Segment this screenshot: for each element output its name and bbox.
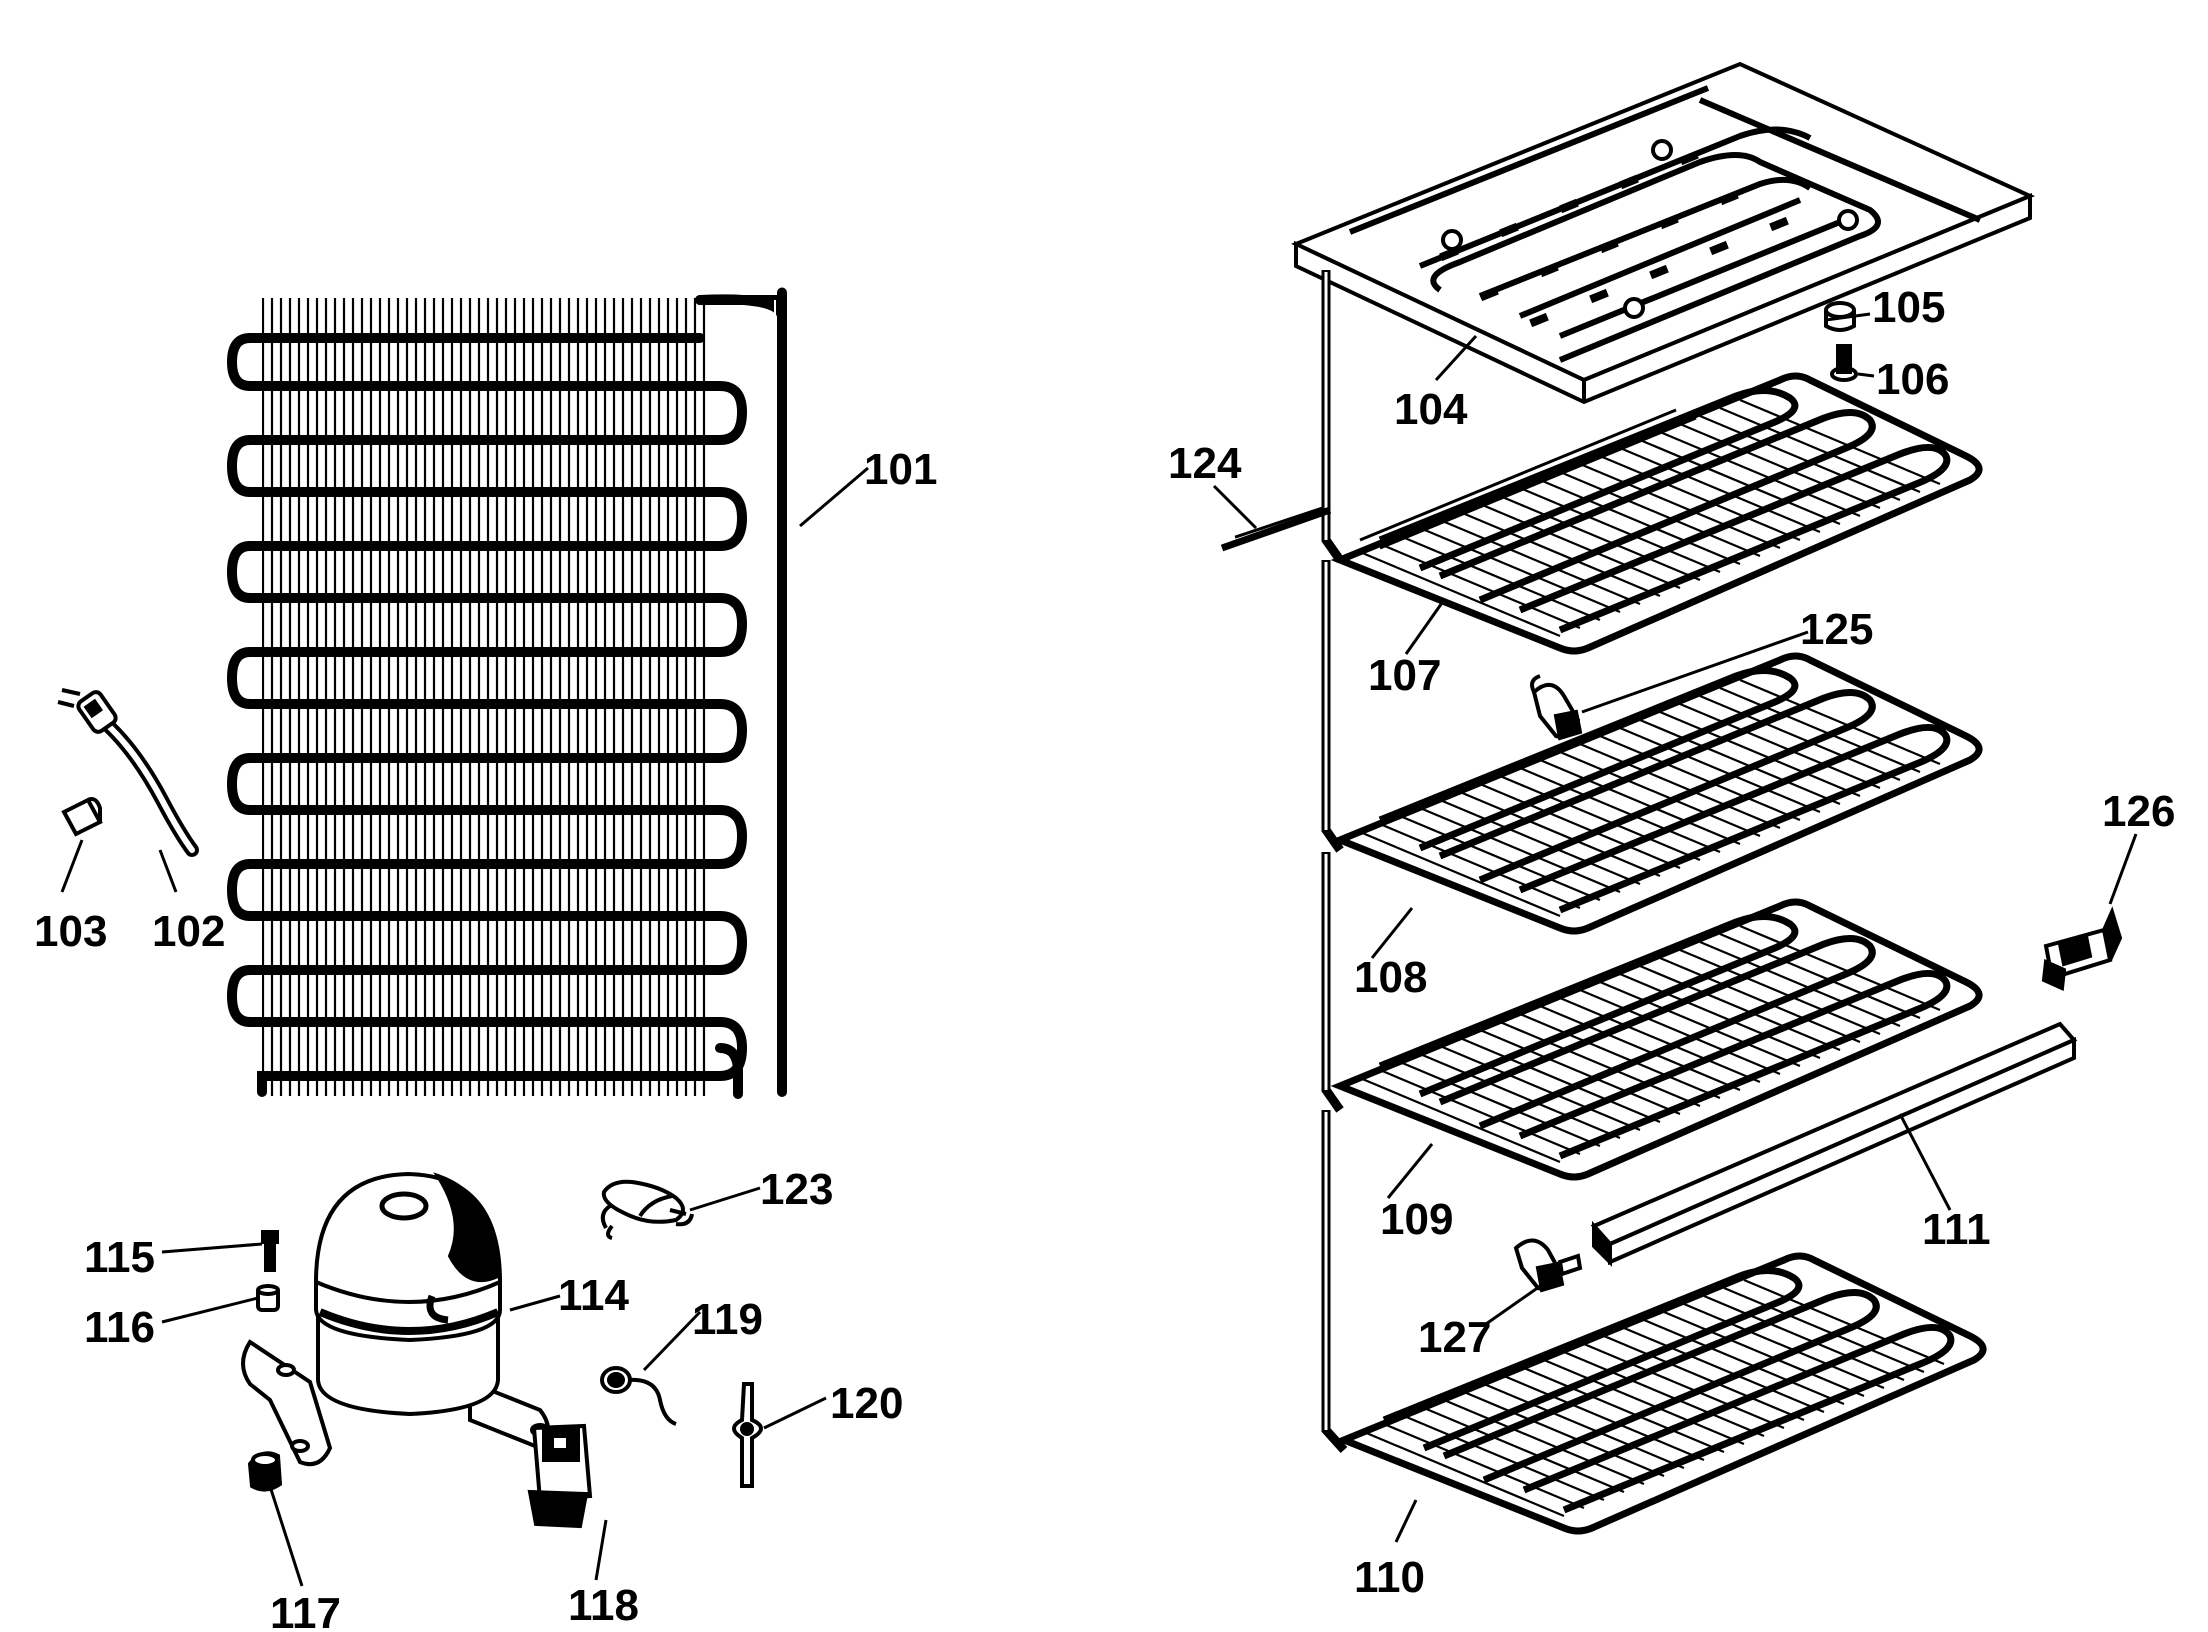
label-102: 102 [152,907,225,956]
drip-trough [1590,1021,2078,1267]
freezer-shelf [1330,372,1983,655]
compressor-grommet [256,1284,280,1312]
label-125: 125 [1800,605,1873,654]
label-114: 114 [558,1271,630,1320]
evaporator-plate [1291,61,2036,405]
screw-106 [1830,344,1858,382]
label-123: 123 [760,1165,833,1214]
label-105: 105 [1872,283,1945,332]
freezer-shelf-4 [1344,1256,1983,1531]
compressor-bolt [261,1230,279,1272]
label-111: 111 [1922,1205,1991,1254]
power-cord [57,688,199,857]
label-119: 119 [692,1295,763,1344]
label-106: 106 [1876,355,1949,404]
overload-protector [600,1366,677,1426]
knob-105 [1824,301,1856,332]
label-124: 124 [1168,439,1242,488]
refrigerant-line [1220,506,1332,552]
shelf-clip-125 [1530,674,1583,741]
wire-harness [600,1179,694,1240]
label-118: 118 [568,1581,639,1630]
compressor-mount [247,1451,283,1492]
shelf-frame-tube [1234,270,1348,1454]
door-switch [2041,906,2123,991]
part-labels: 101 102 103 104 105 106 107 108 109 110 … [34,283,2175,1632]
label-107: 107 [1368,651,1441,700]
cord-connector [61,797,103,837]
clamp-bracket [732,1382,763,1488]
label-103: 103 [34,907,107,956]
label-110: 110 [1354,1553,1425,1602]
label-120: 120 [830,1379,903,1428]
leader-lines [60,312,2138,1587]
label-116: 116 [84,1303,155,1352]
top-wire-grid [1359,408,1697,550]
label-109: 109 [1380,1195,1453,1244]
label-117: 117 [270,1589,341,1632]
label-108: 108 [1354,953,1427,1002]
condenser-coil [226,287,787,1099]
label-104: 104 [1394,385,1468,434]
label-126: 126 [2102,787,2175,836]
label-127: 127 [1418,1313,1491,1362]
start-relay [527,1423,593,1529]
compressor [241,1171,550,1467]
label-115: 115 [84,1233,155,1282]
shelf-clip-127 [1513,1238,1583,1293]
label-101: 101 [864,445,937,494]
